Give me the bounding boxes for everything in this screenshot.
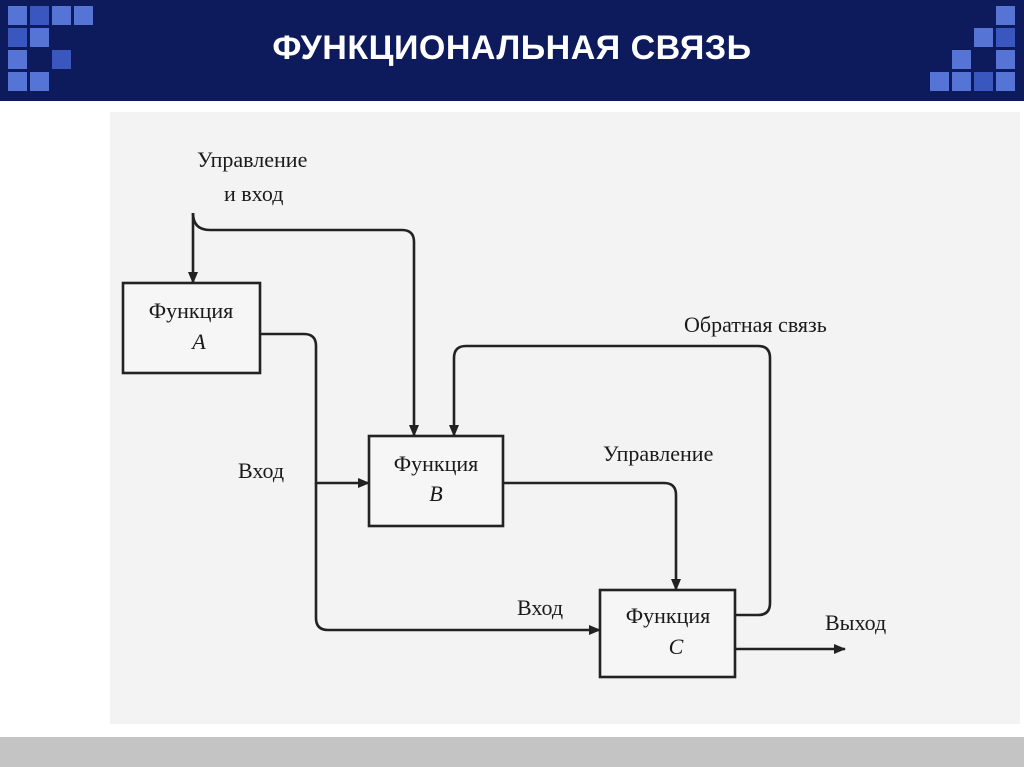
decor-square [30, 72, 49, 91]
label-input-c: Вход [517, 595, 563, 620]
label-control-input-line1: Управление [197, 147, 307, 172]
decor-square [74, 6, 93, 25]
page-title: ФУНКЦИОНАЛЬНАЯ СВЯЗЬ [272, 29, 752, 67]
decor-square [8, 6, 27, 25]
function-c-label: Функция [626, 603, 711, 628]
label-control-input-line2: и вход [224, 181, 283, 206]
decor-square [52, 50, 71, 69]
decor-square [952, 50, 971, 69]
decor-square [8, 28, 27, 47]
decor-square [30, 6, 49, 25]
decor-square [996, 50, 1015, 69]
label-output: Выход [825, 610, 886, 635]
wire-control-input-to-b [191, 212, 419, 437]
function-b-var: B [429, 481, 442, 506]
wire-b-to-c-control [503, 481, 681, 591]
decor-square [996, 72, 1015, 91]
label-input-b: Вход [238, 458, 284, 483]
decor-square [952, 72, 971, 91]
decor-square [930, 72, 949, 91]
decor-square [996, 28, 1015, 47]
wire-a-to-c [314, 483, 601, 635]
decor-square [30, 28, 49, 47]
function-c-box [598, 588, 737, 679]
function-a-label: Функция [149, 298, 234, 323]
wire-a-to-b [260, 332, 370, 488]
decor-square [974, 72, 993, 91]
function-c-var: C [669, 634, 684, 659]
decor-square [974, 28, 993, 47]
footer-bar [0, 737, 1024, 767]
function-b-box [367, 434, 505, 528]
function-a-var: A [190, 329, 206, 354]
decor-square [8, 72, 27, 91]
decor-square [996, 6, 1015, 25]
diagram-background [110, 112, 1020, 724]
decor-square [52, 6, 71, 25]
label-feedback: Обратная связь [684, 312, 827, 337]
function-b-label: Функция [394, 451, 479, 476]
title-bar: ФУНКЦИОНАЛЬНАЯ СВЯЗЬ [0, 0, 1024, 101]
function-a-box [121, 281, 262, 375]
label-control-c: Управление [603, 441, 713, 466]
decor-square [8, 50, 27, 69]
wire-feedback-c-to-b [449, 344, 772, 617]
